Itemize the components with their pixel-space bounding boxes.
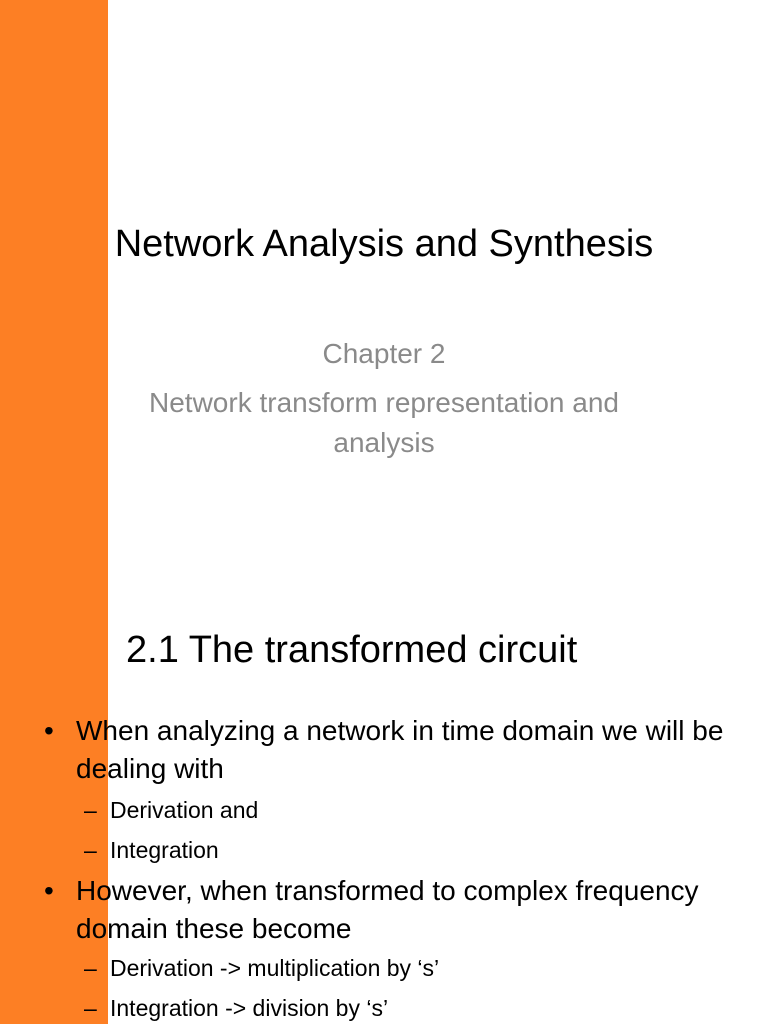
dash-icon: –	[84, 837, 97, 863]
sub-bullet-item: – Derivation and	[0, 790, 768, 830]
sub-bullet-item: – Integration	[0, 830, 768, 870]
content-slide: 2.1 The transformed circuit • When analy…	[0, 576, 768, 1024]
title-slide: Network Analysis and Synthesis Chapter 2…	[0, 223, 768, 463]
bullet-list: • When analyzing a network in time domai…	[0, 712, 768, 1028]
bullet-text: When analyzing a network in time domain …	[76, 715, 724, 784]
dash-icon: –	[84, 995, 97, 1021]
dash-icon: –	[84, 955, 97, 981]
sub-bullet-text: Derivation and	[110, 797, 259, 823]
bullet-dot-icon: •	[44, 715, 54, 746]
sub-bullet-item: – Integration -> division by ‘s’	[0, 988, 768, 1028]
chapter-label: Chapter 2	[322, 338, 446, 369]
orange-accent-bar	[0, 0, 108, 1024]
bullet-text: However, when transformed to complex fre…	[76, 875, 699, 944]
chapter-subtitle: Network transform representation and ana…	[0, 383, 768, 463]
bullet-item: • When analyzing a network in time domai…	[0, 712, 768, 788]
sub-bullet-text: Integration	[110, 837, 219, 863]
bullet-item: • However, when transformed to complex f…	[0, 872, 768, 948]
sub-bullet-text: Derivation -> multiplication by ‘s’	[110, 955, 440, 981]
bullet-dot-icon: •	[44, 875, 54, 906]
slide-title: Network Analysis and Synthesis	[114, 223, 654, 265]
section-heading: 2.1 The transformed circuit	[126, 629, 578, 671]
sub-bullet-item: – Derivation -> multiplication by ‘s’	[0, 948, 768, 988]
chapter-subtitle-text: Network transform representation and ana…	[149, 387, 619, 458]
sub-bullet-text: Integration -> division by ‘s’	[110, 995, 389, 1021]
dash-icon: –	[84, 797, 97, 823]
